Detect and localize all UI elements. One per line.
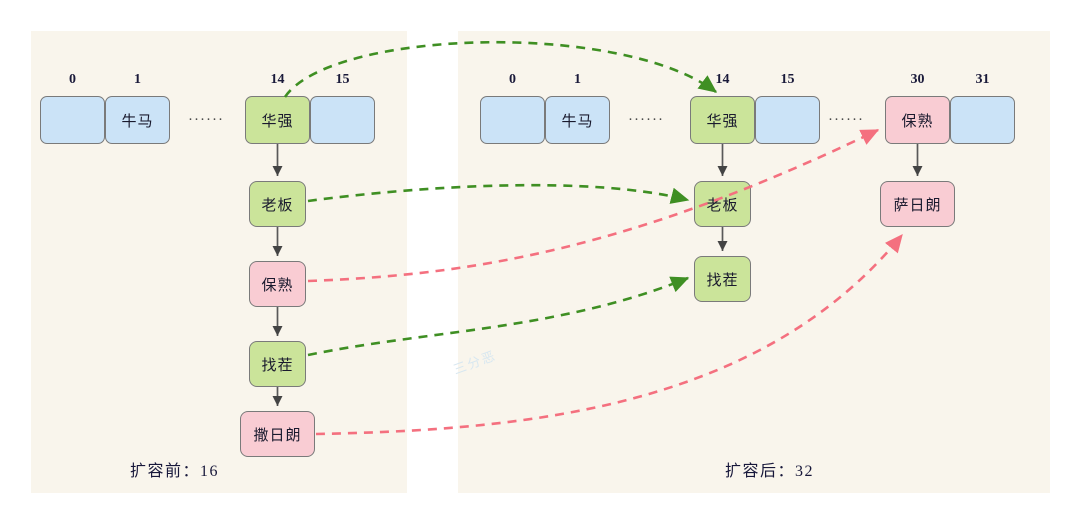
left-bucket-0[interactable]	[40, 96, 105, 144]
left-bucket-14[interactable]: 华强	[245, 96, 310, 144]
right-caption: 扩容后：32	[725, 463, 815, 480]
left-bucket-1[interactable]: 牛马	[105, 96, 170, 144]
right-bucket-1[interactable]: 牛马	[545, 96, 610, 144]
right-index-label-0: 0	[509, 72, 516, 87]
right-chain30-node-sarilang[interactable]: 萨日朗	[880, 181, 955, 227]
left-index-label-1: 1	[134, 72, 141, 87]
left-chain-node-laoban[interactable]: 老板	[249, 181, 306, 227]
left-index-label-14: 14	[270, 72, 285, 87]
right-bucket-0[interactable]	[480, 96, 545, 144]
left-chain-node-sarilang[interactable]: 撒日朗	[240, 411, 315, 457]
right-index-label-15: 15	[780, 72, 795, 87]
left-bucket-15[interactable]	[310, 96, 375, 144]
right-index-label-31: 31	[975, 72, 990, 87]
right-index-label-1: 1	[574, 72, 581, 87]
left-index-label-0: 0	[69, 72, 76, 87]
right-bucket-31[interactable]	[950, 96, 1015, 144]
right-bucket-15[interactable]	[755, 96, 820, 144]
right-chain14-node-zhaocha[interactable]: 找茬	[694, 256, 751, 302]
left-chain-node-zhaocha[interactable]: 找茬	[249, 341, 306, 387]
right-index-label-30: 30	[910, 72, 925, 87]
right-bucket-14[interactable]: 华强	[690, 96, 755, 144]
left-chain-node-baoshu[interactable]: 保熟	[249, 261, 306, 307]
right-bucket-ellipsis-b: ······	[828, 112, 864, 128]
left-index-label-15: 15	[335, 72, 350, 87]
right-bucket-30[interactable]: 保熟	[885, 96, 950, 144]
right-bucket-ellipsis-a: ······	[628, 112, 664, 128]
right-index-label-14: 14	[715, 72, 730, 87]
left-caption: 扩容前：16	[130, 463, 220, 480]
right-chain14-node-laoban[interactable]: 老板	[694, 181, 751, 227]
left-bucket-ellipsis: ······	[188, 112, 224, 128]
